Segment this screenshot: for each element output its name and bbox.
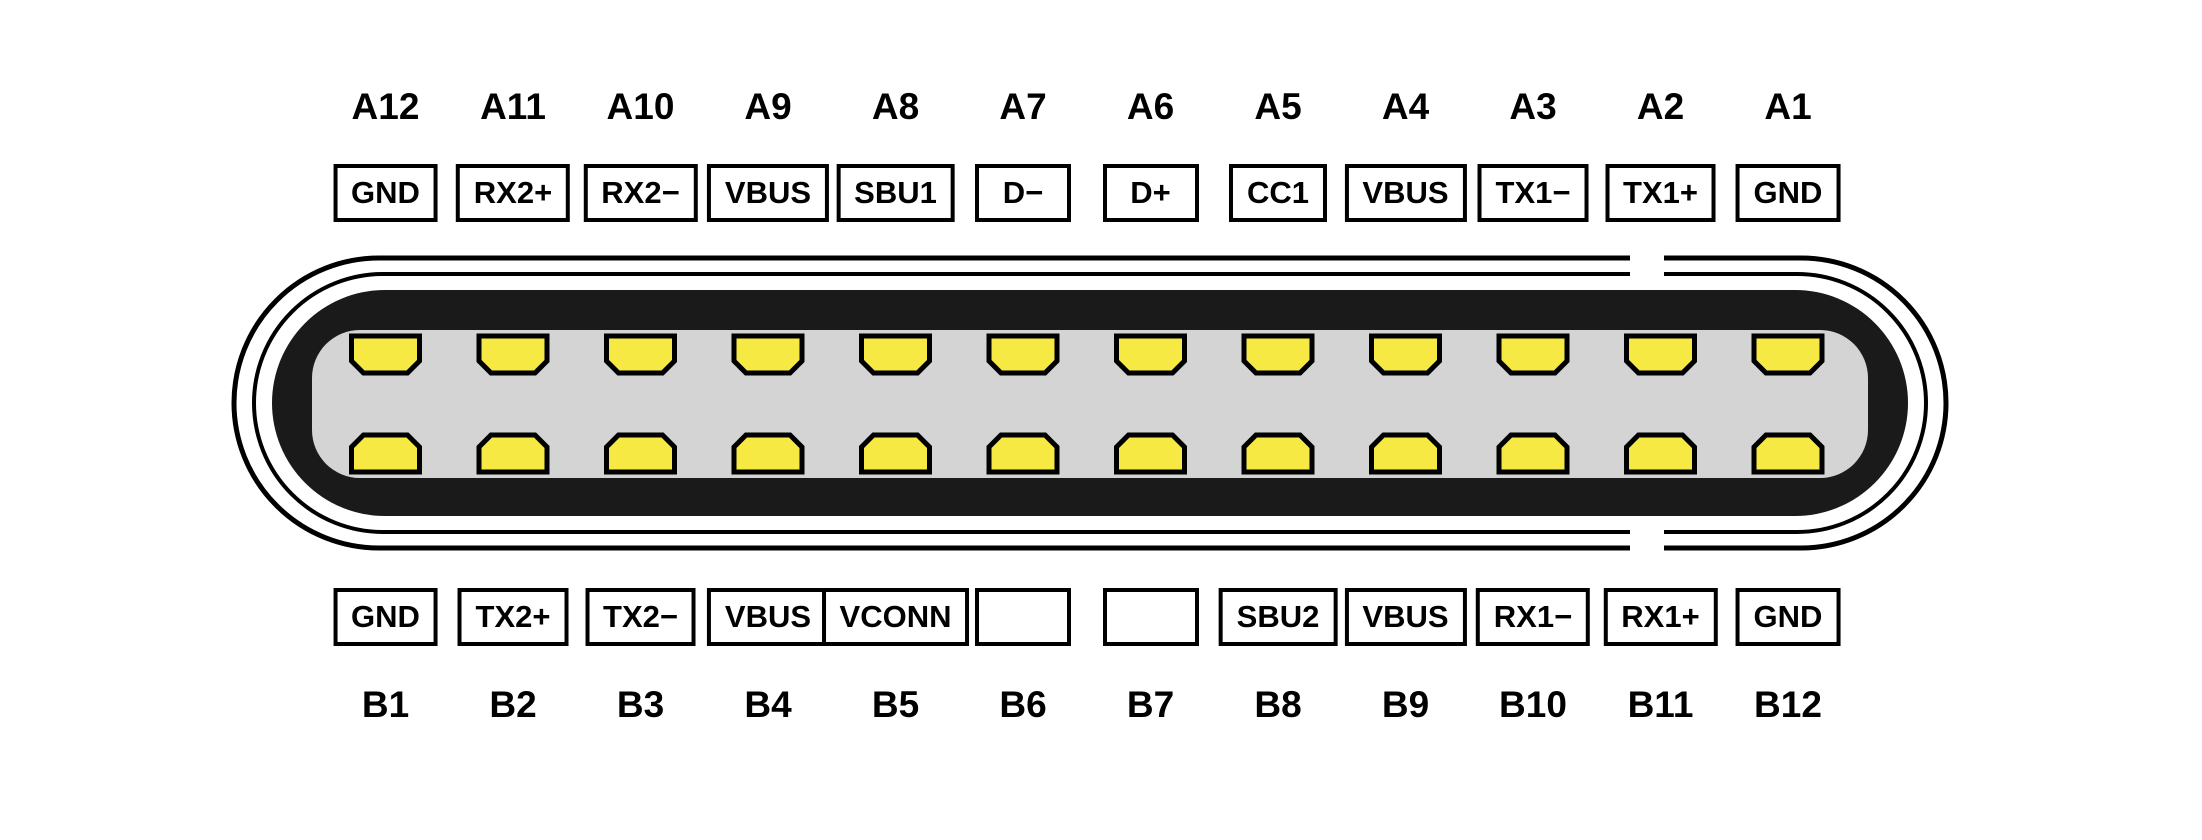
pin-label-B12: B12 (1754, 684, 1822, 725)
connector-inner-outline (252, 272, 1928, 534)
pin-label-B11: B11 (1627, 684, 1694, 725)
signal-box-B7 (1102, 588, 1199, 646)
pin-label-B2: B2 (489, 684, 537, 725)
pin-pad-A2 (1624, 333, 1697, 376)
pin-label-A3: A3 (1509, 86, 1557, 127)
signal-box-B10: RX1− (1475, 588, 1591, 646)
pin-label-A7: A7 (999, 86, 1047, 127)
pin-label-A5: A5 (1254, 86, 1302, 127)
shell-seam-gap-top (1630, 250, 1664, 284)
pin-pad-A11 (476, 333, 550, 376)
signal-box-A6: D+ (1102, 164, 1199, 222)
pin-pad-A1 (1751, 333, 1825, 376)
signal-box-A4: VBUS (1344, 164, 1467, 222)
pin-label-A8: A8 (871, 86, 920, 127)
pin-pad-B4 (731, 432, 805, 475)
pin-pad-A9 (731, 333, 805, 376)
pin-pad-A7 (986, 333, 1060, 376)
signal-box-B11: RX1+ (1603, 588, 1718, 646)
pin-label-A11: A11 (480, 86, 546, 127)
pin-label-A12: A12 (351, 86, 420, 127)
pin-label-B10: B10 (1499, 684, 1567, 725)
pin-label-B1: B1 (361, 684, 410, 725)
signal-box-B4: VBUS (706, 588, 830, 646)
pin-label-A4: A4 (1381, 86, 1430, 127)
signal-box-B2: TX2+ (457, 588, 569, 646)
pin-label-B8: B8 (1254, 684, 1302, 725)
signal-box-A3: TX1− (1477, 164, 1589, 222)
connector-cavity (312, 330, 1868, 478)
pin-label-A1: A1 (1764, 86, 1812, 127)
signal-box-A7: D− (975, 164, 1071, 222)
signal-box-A9: VBUS (706, 164, 830, 222)
signal-box-B5: VCONN (821, 588, 970, 646)
pin-label-A9: A9 (744, 86, 792, 127)
pin-pad-A4 (1369, 333, 1442, 376)
pin-label-B6: B6 (999, 684, 1047, 725)
pin-label-B3: B3 (616, 684, 665, 725)
signal-box-A12: GND (333, 164, 438, 222)
pin-label-B9: B9 (1381, 684, 1430, 725)
pin-pad-B1 (349, 432, 422, 475)
signal-box-A11: RX2+ (455, 164, 571, 222)
pin-pad-A6 (1114, 333, 1187, 376)
shell-seam-gap-bottom (1630, 522, 1664, 556)
pin-pad-A12 (349, 333, 422, 376)
pin-label-B7: B7 (1126, 684, 1175, 725)
signal-box-A8: SBU1 (836, 164, 955, 222)
pin-label-B4: B4 (744, 684, 792, 725)
pins-layer (349, 333, 1825, 475)
signal-box-B1: GND (333, 588, 438, 646)
pin-pad-B2 (476, 432, 550, 475)
signal-box-A5: CC1 (1228, 164, 1328, 222)
signal-box-A10: RX2− (583, 164, 698, 222)
pin-pad-B8 (1241, 432, 1315, 475)
signal-box-B6 (975, 588, 1071, 646)
pin-pad-A3 (1496, 333, 1570, 376)
pin-pad-B5 (859, 432, 932, 475)
pin-pad-B6 (986, 432, 1060, 475)
pin-pad-A5 (1241, 333, 1315, 376)
pin-pad-B7 (1114, 432, 1187, 475)
signal-box-A2: TX1+ (1605, 164, 1716, 222)
pin-label-A10: A10 (606, 86, 675, 127)
pin-pad-B10 (1496, 432, 1570, 475)
pin-label-B5: B5 (871, 684, 920, 725)
pin-label-A6: A6 (1126, 86, 1175, 127)
connector-shell (231, 250, 1949, 556)
signal-box-A1: GND (1735, 164, 1841, 222)
pin-pad-A8 (859, 333, 932, 376)
pin-pad-B9 (1369, 432, 1442, 475)
pin-pad-A10 (604, 333, 677, 376)
signal-box-B12: GND (1735, 588, 1841, 646)
signal-box-B9: VBUS (1344, 588, 1467, 646)
signal-box-B3: TX2− (585, 588, 696, 646)
pin-label-A2: A2 (1636, 86, 1685, 127)
pin-pad-B11 (1624, 432, 1697, 475)
pin-pad-B3 (604, 432, 677, 475)
connector-outer-outline (231, 255, 1949, 551)
pin-pad-B12 (1751, 432, 1825, 475)
signal-box-B8: SBU2 (1218, 588, 1338, 646)
